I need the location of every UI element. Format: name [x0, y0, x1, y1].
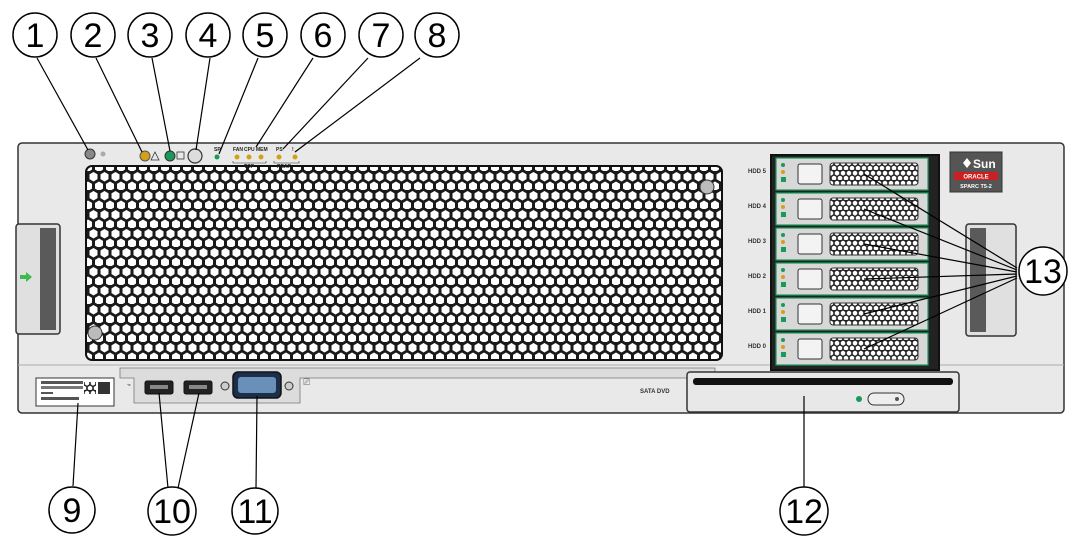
service-label-tag[interactable]: [35, 377, 115, 407]
monitor-icon: ⎚: [303, 377, 311, 387]
drive-fault-led: [781, 275, 785, 279]
drive-latch-handle[interactable]: [829, 162, 919, 186]
drive-bay[interactable]: HDD 0: [748, 332, 929, 366]
callout-6: 6: [314, 17, 333, 55]
fan-label: FAN: [233, 147, 243, 153]
rear-label: REAR: [277, 164, 292, 170]
top-fan-fault-led: [234, 154, 240, 160]
status-led-row: SP FAN CPU MEM TOP PS ! REAR: [84, 147, 300, 170]
cpu-fault-led: [246, 154, 252, 160]
callout-11: 11: [237, 493, 272, 531]
drive-release-button[interactable]: [797, 163, 823, 185]
left-rack-handle[interactable]: [15, 223, 61, 335]
right-rack-handle[interactable]: [965, 223, 1017, 337]
dvd-drive[interactable]: [686, 371, 960, 413]
sp-label: SP: [214, 147, 221, 153]
callout-7: 7: [372, 17, 391, 55]
drive-bay-label: HDD 0: [748, 344, 767, 350]
company-name: ORACLE: [963, 175, 988, 181]
drive-ok-led: [781, 233, 785, 237]
drive-fault-led: [781, 345, 785, 349]
drive-release-button[interactable]: [797, 198, 823, 220]
callout-8: 8: [428, 17, 447, 55]
usb-port-panel: ⌁ ⎚: [119, 367, 716, 404]
drive-bay[interactable]: HDD 4: [748, 192, 929, 226]
drive-latch-handle[interactable]: [829, 197, 919, 221]
cpu-label: CPU: [244, 147, 255, 153]
callout-1: 1: [26, 17, 45, 55]
locator-led-button[interactable]: [84, 148, 96, 160]
drive-bay-label: HDD 2: [748, 274, 767, 280]
drive-release-button[interactable]: [797, 233, 823, 255]
brand-badge: Sun ORACLE SPARC T5-2: [949, 151, 1003, 193]
drive-ok-led: [781, 303, 785, 307]
leader-lines: [36, 57, 1018, 489]
over-temperature-led: [292, 154, 298, 160]
drive-release-button[interactable]: [797, 268, 823, 290]
drive-ready-led: [781, 282, 786, 287]
callout-13: 13: [1024, 253, 1062, 291]
drive-ready-led: [781, 317, 786, 322]
drive-fault-led: [781, 170, 785, 174]
callout-3: 3: [141, 17, 160, 55]
drive-ok-led: [781, 268, 785, 272]
sata-dvd-label: SATA DVD: [640, 389, 670, 395]
sp-ok-led: [214, 154, 220, 160]
drive-bay-label: HDD 5: [748, 169, 767, 175]
drive-bay[interactable]: HDD 1: [748, 297, 929, 331]
model-name: SPARC T5-2: [960, 184, 992, 190]
drive-ok-led: [781, 198, 785, 202]
drive-bay[interactable]: HDD 5: [748, 157, 929, 191]
svg-text:!: !: [292, 147, 294, 153]
arrow-right-icon: [26, 272, 32, 282]
vga-port[interactable]: [220, 371, 294, 399]
power-button[interactable]: [187, 148, 203, 164]
ps-label: PS: [276, 147, 283, 153]
brand-name: Sun: [973, 157, 996, 171]
top-label: TOP: [244, 164, 255, 170]
power-ok-led: [164, 150, 176, 162]
warning-icon: [150, 151, 160, 161]
drive-fault-led: [781, 205, 785, 209]
callout-2: 2: [84, 17, 103, 55]
drive-fault-led: [781, 310, 785, 314]
usb-icon: ⌁: [127, 382, 131, 389]
drive-latch-handle[interactable]: [829, 302, 919, 326]
callout-12: 12: [785, 493, 823, 531]
dvd-activity-led: [856, 396, 862, 402]
drive-ok-led: [781, 338, 785, 342]
power-supply-fault-led: [276, 154, 282, 160]
drive-release-button[interactable]: [797, 303, 823, 325]
drive-ready-led: [781, 247, 786, 252]
callout-9: 9: [63, 492, 82, 530]
sun-logo-icon: [963, 158, 971, 168]
callout-5: 5: [256, 17, 275, 55]
drive-ready-led: [781, 212, 786, 217]
callout-circles: [12, 12, 1068, 536]
drive-bay-label: HDD 4: [748, 204, 767, 210]
mem-label: MEM: [256, 147, 268, 153]
front-ventilation-grille: [85, 165, 723, 361]
drive-ready-led: [781, 177, 786, 182]
drive-release-button[interactable]: [797, 338, 823, 360]
drive-bay-label: HDD 1: [748, 309, 767, 315]
memory-fault-led: [258, 154, 264, 160]
drive-ready-led: [781, 352, 786, 357]
drive-bays: HDD 5 HDD 4 HDD 3 HDD 2 HDD 1 HDD 0: [748, 157, 929, 366]
service-required-led: [139, 150, 151, 162]
drive-fault-led: [781, 240, 785, 244]
dvd-eject-button[interactable]: [867, 392, 905, 406]
drive-ok-led: [781, 163, 785, 167]
drive-latch-handle[interactable]: [829, 337, 919, 361]
drive-bay-label: HDD 3: [748, 239, 767, 245]
callout-10: 10: [153, 493, 191, 531]
callout-4: 4: [199, 17, 218, 55]
